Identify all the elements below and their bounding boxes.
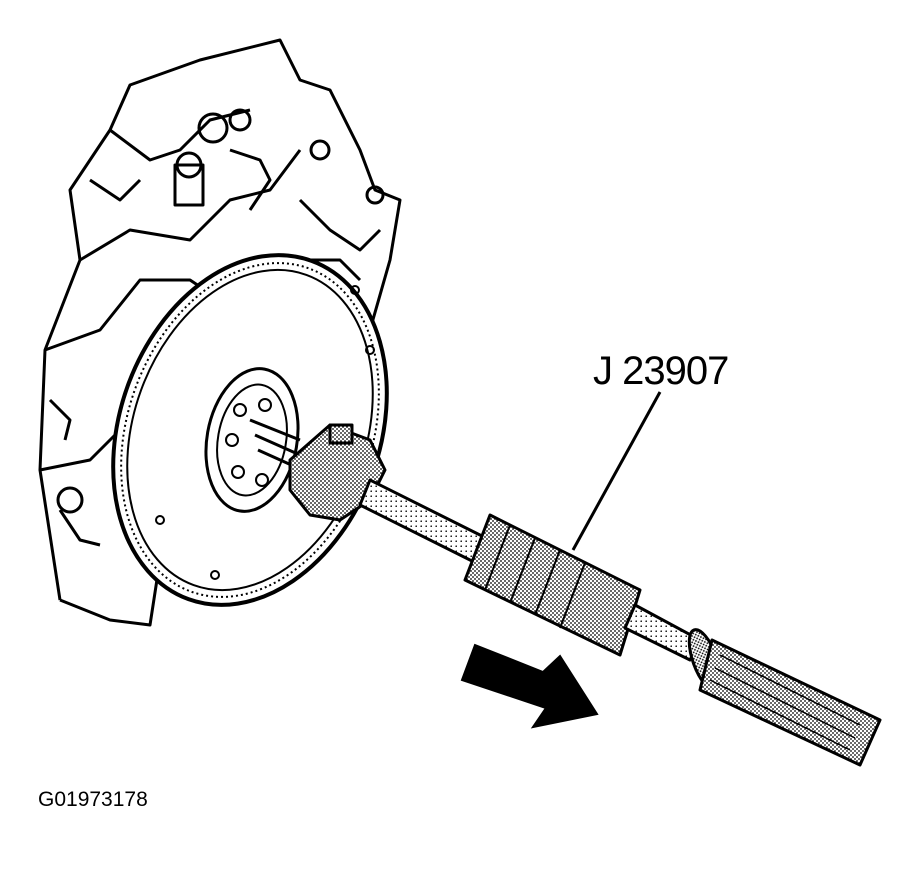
tool-callout: J 23907 (593, 349, 729, 393)
slide-hammer-tool (249, 418, 882, 767)
flywheel (111, 253, 389, 607)
figure-id: G01973178 (38, 788, 148, 811)
engine-block (38, 38, 402, 627)
tool-leader-line (571, 391, 662, 551)
pull-direction-arrow (460, 643, 599, 729)
